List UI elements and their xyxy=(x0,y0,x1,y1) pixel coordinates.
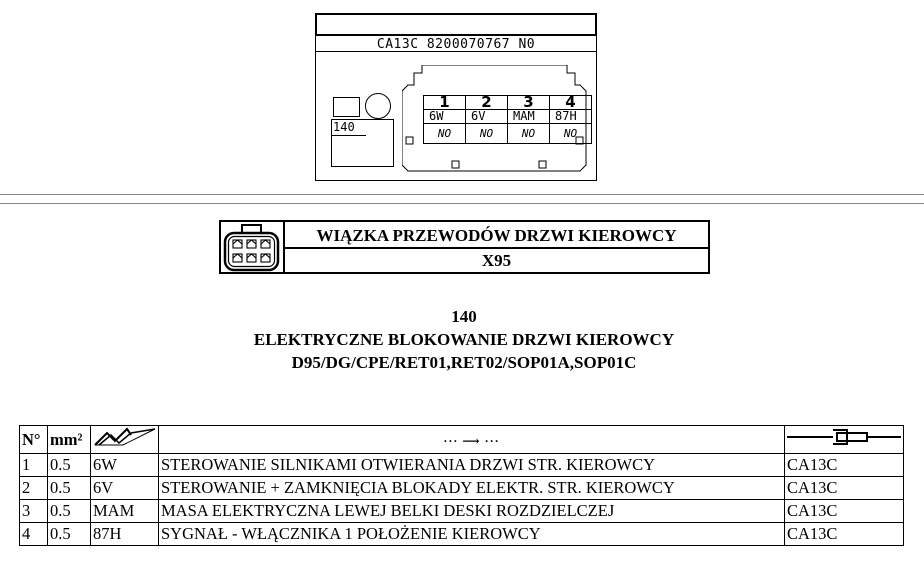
connector-key-square xyxy=(333,97,360,117)
cell-wire: 6V xyxy=(90,476,159,500)
page-divider xyxy=(0,203,924,204)
cell-description: SYGNAŁ - WŁĄCZNIKA 1 POŁOŻENIE KIEROWCY xyxy=(158,522,785,546)
cell-wire: MAM xyxy=(90,499,159,523)
pin-code: 6W xyxy=(423,109,466,124)
circuit-title: ELEKTRYCZNE BLOKOWANIE DRZWI KIEROWCY xyxy=(253,330,675,349)
cell-number: 3 xyxy=(19,499,48,523)
cell-number: 2 xyxy=(19,476,48,500)
pin-number: 3 xyxy=(507,95,550,110)
pin-code: 87H xyxy=(549,109,592,124)
pin-code: 6V xyxy=(465,109,508,124)
harness-code: X95 xyxy=(481,251,512,270)
cell-section: 0.5 xyxy=(47,522,91,546)
pin-status: NO xyxy=(507,123,550,144)
connector-top-bar xyxy=(315,13,597,36)
connector-icon xyxy=(223,224,280,272)
pin-status: NO xyxy=(549,123,592,144)
pin-status: NO xyxy=(423,123,466,144)
connector-reference: CA13C 8200070767 N0 xyxy=(376,37,536,52)
cell-section: 0.5 xyxy=(47,499,91,523)
harness-title-box: WIĄZKA PRZEWODÓW DRZWI KIEROWCY X95 xyxy=(219,220,710,274)
connector-pin-table: 1 2 3 4 6W 6V MAM 87H NO NO NO NO xyxy=(423,95,592,144)
pin-code: MAM xyxy=(507,109,550,124)
cell-wire: 6W xyxy=(90,453,159,477)
header-wire xyxy=(90,425,159,454)
header-number: N° xyxy=(19,425,48,454)
cell-connector: CA13C xyxy=(784,522,904,546)
cell-connector: CA13C xyxy=(784,453,904,477)
cell-description: MASA ELEKTRYCZNA LEWEJ BELKI DESKI ROZDZ… xyxy=(158,499,785,523)
cell-connector: CA13C xyxy=(784,476,904,500)
table-row: 4 0.5 87H SYGNAŁ - WŁĄCZNIKA 1 POŁOŻENIE… xyxy=(19,522,904,546)
pin-number: 4 xyxy=(549,95,592,110)
harness-icon-cell xyxy=(221,222,285,272)
circuit-variants: D95/DG/CPE/RET01,RET02/SOP01A,SOP01C xyxy=(291,353,637,372)
pin-number: 1 xyxy=(423,95,466,110)
connector-diagram: CA13C 8200070767 N0 140 1 2 3 4 6W 6V MA… xyxy=(315,13,597,181)
wire-table: N° mm² ··· ⟶ ··· xyxy=(19,425,904,546)
pin-number: 2 xyxy=(465,95,508,110)
table-row: 3 0.5 MAM MASA ELEKTRYCZNA LEWEJ BELKI D… xyxy=(19,499,904,523)
cell-description: STEROWANIE + ZAMKNIĘCIA BLOKADY ELEKTR. … xyxy=(158,476,785,500)
wire-table-header: N° mm² ··· ⟶ ··· xyxy=(19,425,904,454)
component-label: 140 xyxy=(333,120,355,134)
component-label-box: 140 xyxy=(331,119,394,167)
page-divider xyxy=(0,194,924,195)
cell-section: 0.5 xyxy=(47,453,91,477)
wire-icon xyxy=(94,427,156,446)
header-direction: ··· ⟶ ··· xyxy=(158,425,785,454)
table-row: 2 0.5 6V STEROWANIE + ZAMKNIĘCIA BLOKADY… xyxy=(19,476,904,500)
cell-section: 0.5 xyxy=(47,476,91,500)
header-section: mm² xyxy=(47,425,91,454)
pin-status: NO xyxy=(465,123,508,144)
header-connector xyxy=(784,425,904,454)
cell-description: STEROWANIE SILNIKAMI OTWIERANIA DRZWI ST… xyxy=(158,453,785,477)
connector-key-circle xyxy=(365,93,391,119)
component-label-underline xyxy=(332,135,366,136)
harness-name: WIĄZKA PRZEWODÓW DRZWI KIEROWCY xyxy=(285,222,708,249)
header-direction-label: ··· ⟶ ··· xyxy=(443,433,500,448)
cell-number: 1 xyxy=(19,453,48,477)
connector-separator xyxy=(316,51,596,52)
connector-plug-icon xyxy=(787,429,901,445)
cell-connector: CA13C xyxy=(784,499,904,523)
circuit-number: 140 xyxy=(451,307,477,326)
cell-wire: 87H xyxy=(90,522,159,546)
cell-number: 4 xyxy=(19,522,48,546)
table-row: 1 0.5 6W STEROWANIE SILNIKAMI OTWIERANIA… xyxy=(19,453,904,477)
